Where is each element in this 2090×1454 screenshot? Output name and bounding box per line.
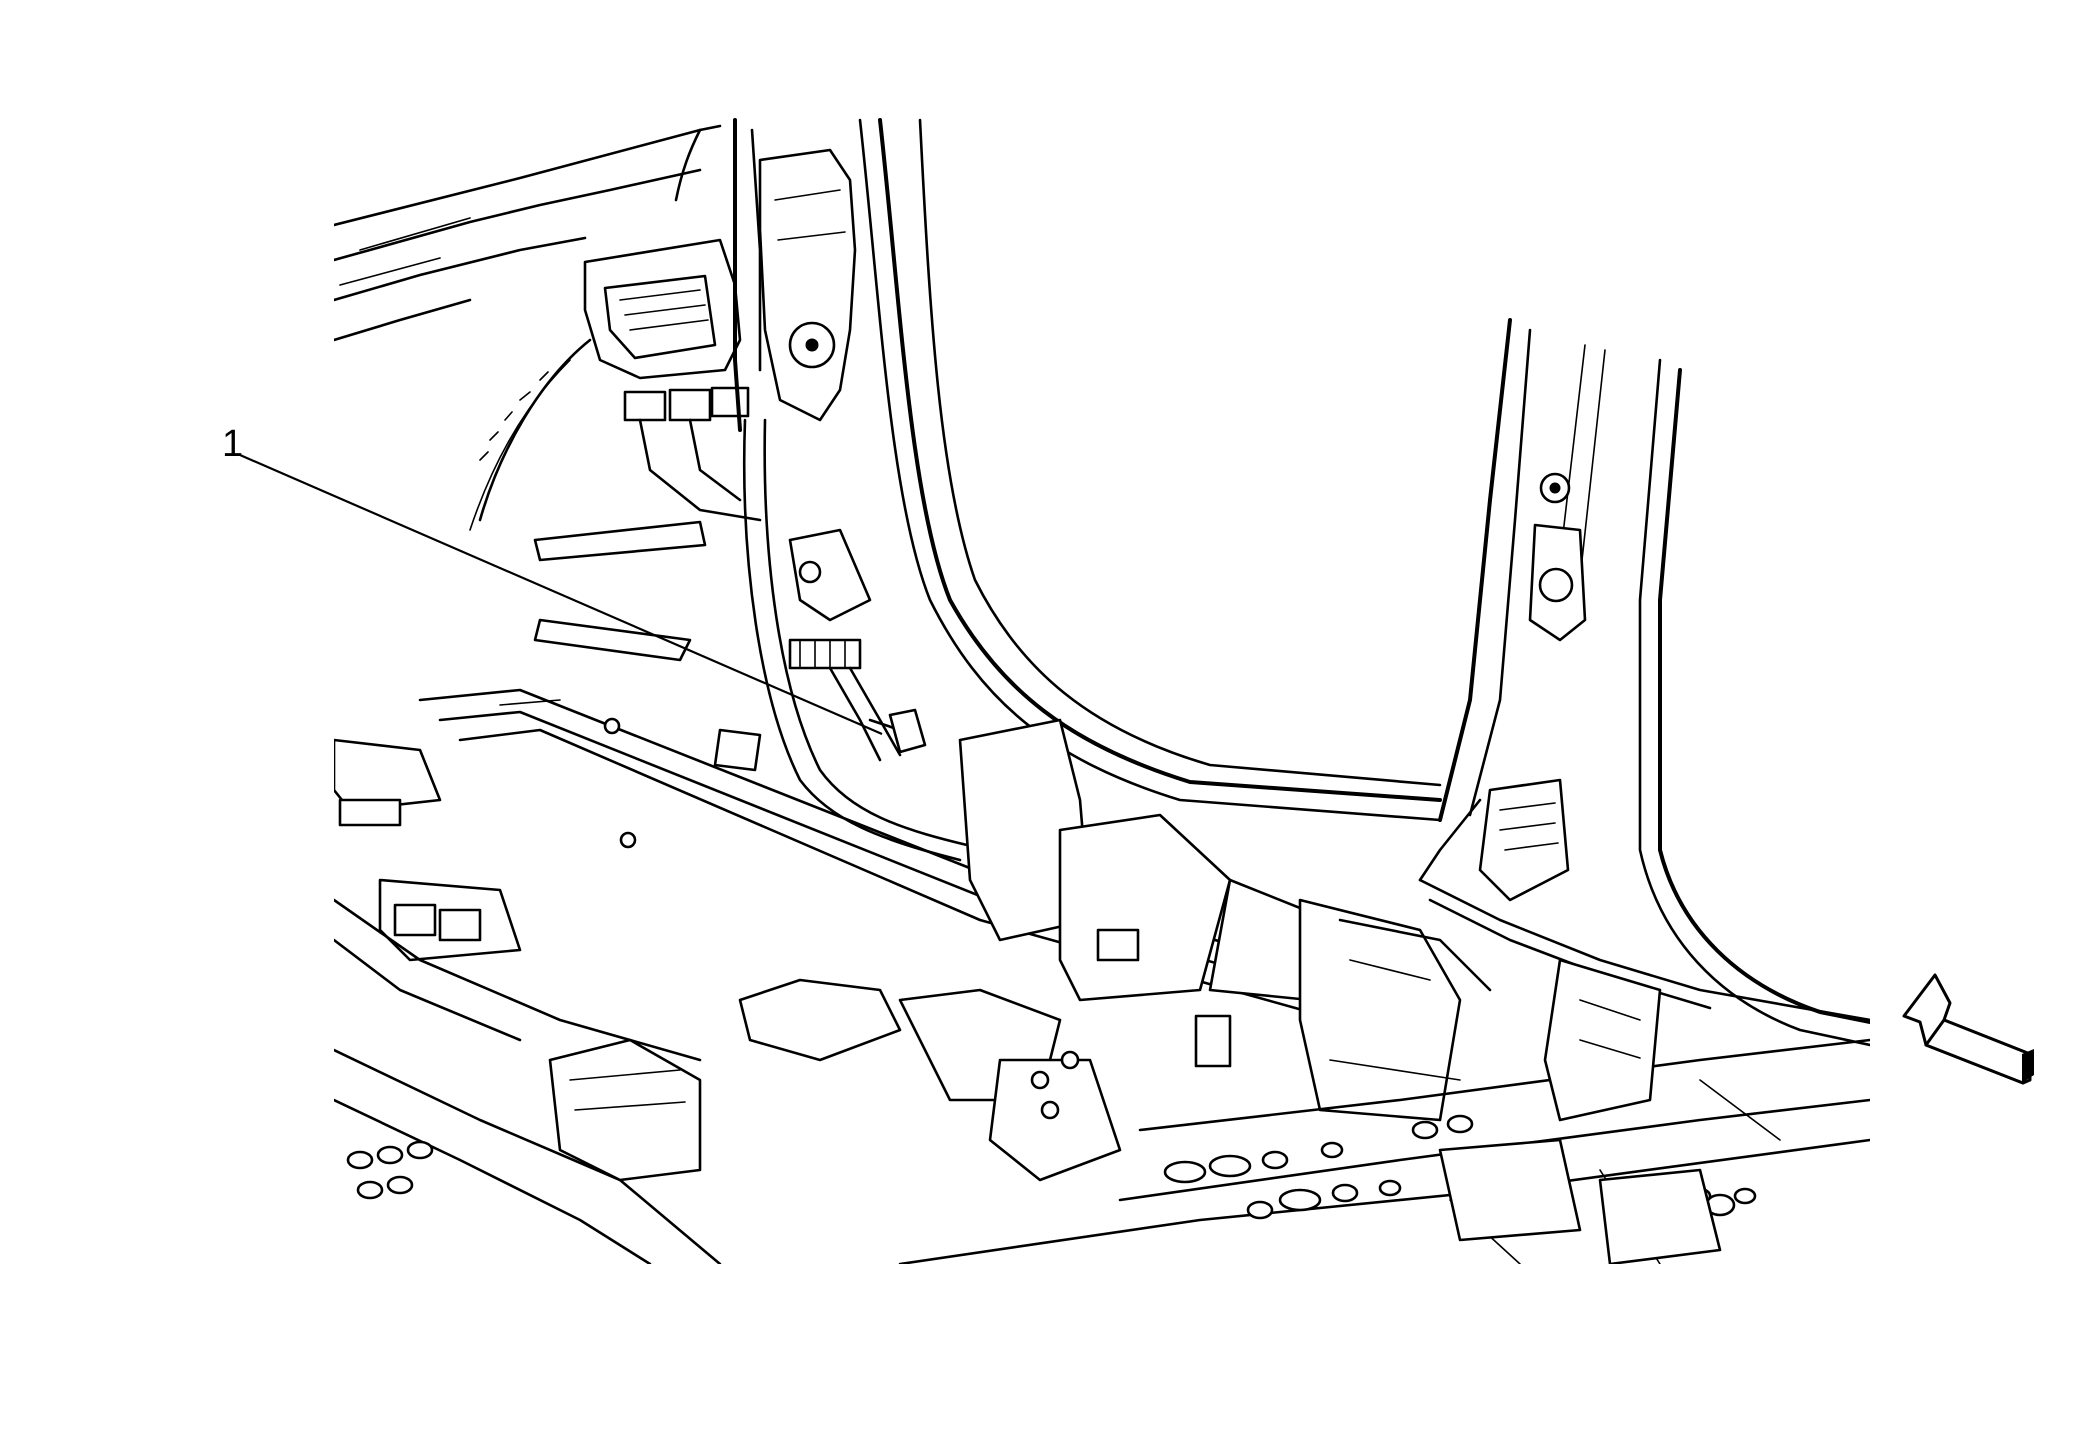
b-pillar: [733, 118, 1442, 822]
c-pillar: [1418, 318, 1870, 1047]
upper-body-panel: [334, 124, 722, 342]
upper-module-bracket: [583, 238, 762, 522]
callout-1-leader-line: [239, 453, 883, 736]
callout-1-label: 1: [222, 423, 243, 465]
floor-panel-illustration: [334, 118, 1870, 1264]
center-crossmember: [738, 718, 1492, 1182]
front-direction-arrow: [1902, 973, 2034, 1085]
left-side-panel: [469, 338, 762, 772]
lower-left-modules: [334, 738, 722, 1264]
wiring-harness: [742, 418, 982, 862]
callout-1: 1: [222, 423, 883, 736]
rear-floor-structure: [1418, 878, 1870, 1264]
